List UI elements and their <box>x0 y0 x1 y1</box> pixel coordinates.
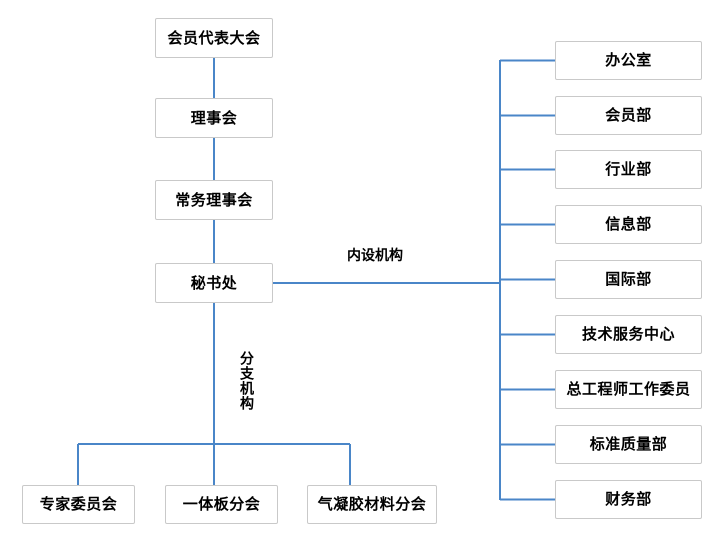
node-aerogel-material-branch-label: 气凝胶材料分会 <box>317 496 427 513</box>
node-integrated-board-branch[interactable]: 一体板分会 <box>165 485 278 524</box>
node-membership-label: 会员部 <box>605 107 652 124</box>
node-standing-council-label: 常务理事会 <box>175 191 253 209</box>
node-aerogel-material-branch[interactable]: 气凝胶材料分会 <box>307 485 437 524</box>
node-standing-council[interactable]: 常务理事会 <box>155 180 273 220</box>
node-council[interactable]: 理事会 <box>155 98 273 138</box>
edge-label-branch-organizations: 分支机构 <box>239 348 255 414</box>
node-council-label: 理事会 <box>190 109 238 127</box>
edge-label-internal-departments: 内设机构 <box>344 245 406 265</box>
node-information-label: 信息部 <box>605 216 652 233</box>
node-finance[interactable]: 财务部 <box>555 480 702 519</box>
node-chief-engineer-committee-label: 总工程师工作委员 <box>566 381 691 398</box>
node-industry[interactable]: 行业部 <box>555 150 702 189</box>
node-finance-label: 财务部 <box>605 491 652 508</box>
node-industry-label: 行业部 <box>605 161 652 178</box>
node-assembly[interactable]: 会员代表大会 <box>155 18 273 58</box>
node-office[interactable]: 办公室 <box>555 41 702 80</box>
node-assembly-label: 会员代表大会 <box>167 29 261 47</box>
node-secretariat[interactable]: 秘书处 <box>155 263 273 303</box>
node-tech-service-center-label: 技术服务中心 <box>581 326 675 343</box>
node-expert-committee[interactable]: 专家委员会 <box>22 485 135 524</box>
node-international-label: 国际部 <box>605 271 652 288</box>
node-standard-quality[interactable]: 标准质量部 <box>555 425 702 464</box>
node-chief-engineer-committee[interactable]: 总工程师工作委员 <box>555 370 702 409</box>
node-international[interactable]: 国际部 <box>555 260 702 299</box>
node-information[interactable]: 信息部 <box>555 205 702 244</box>
node-secretariat-label: 秘书处 <box>190 274 238 292</box>
node-office-label: 办公室 <box>605 52 652 69</box>
node-expert-committee-label: 专家委员会 <box>39 496 118 513</box>
node-membership[interactable]: 会员部 <box>555 96 702 135</box>
node-integrated-board-branch-label: 一体板分会 <box>182 496 261 513</box>
node-tech-service-center[interactable]: 技术服务中心 <box>555 315 702 354</box>
node-standard-quality-label: 标准质量部 <box>589 436 668 453</box>
